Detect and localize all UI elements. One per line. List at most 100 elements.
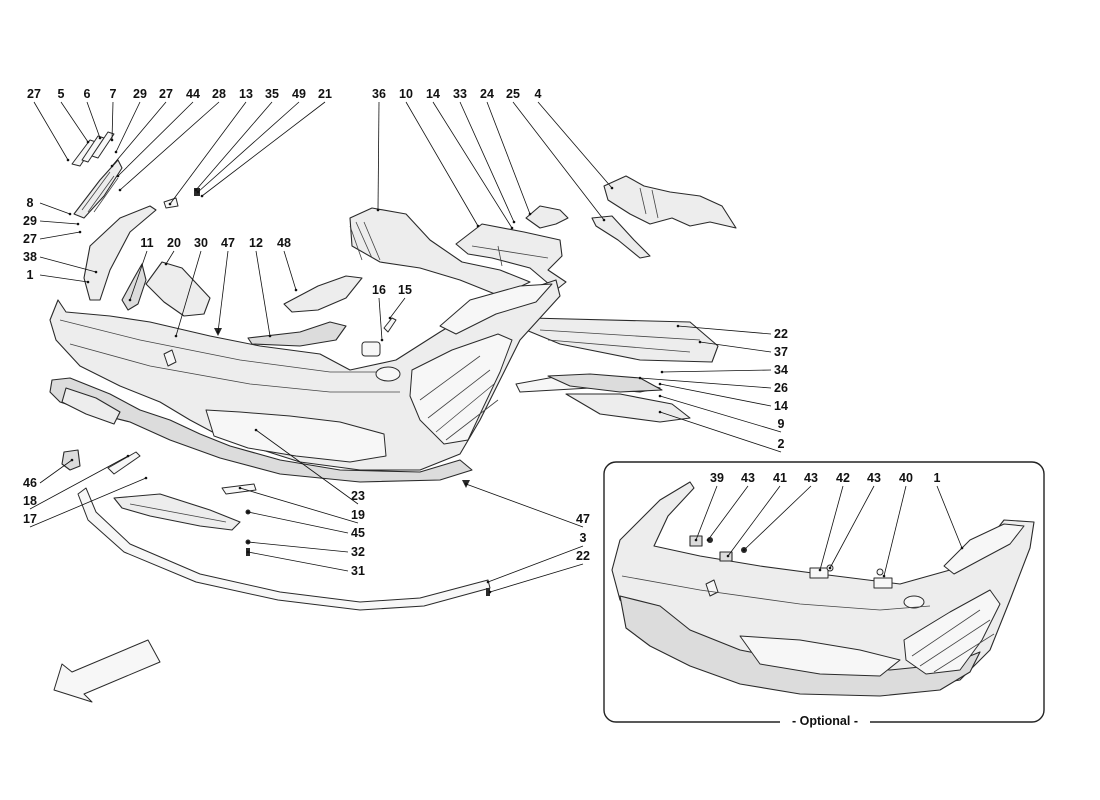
part-28-grille [73,159,123,219]
part-19-bracket [221,483,257,495]
callout-c14b: 14 [774,399,788,413]
callout-c14a: 14 [426,87,440,101]
callout-c33: 33 [453,87,467,101]
callout-c1a: 1 [27,268,34,282]
callout-c21: 21 [318,87,332,101]
callout-c12: 12 [249,236,263,250]
part-17-splitter [113,493,241,531]
leader-c13 [169,101,247,205]
leader-tip-c20 [164,262,168,266]
callout-c27b: 27 [159,87,173,101]
callout-c23: 23 [351,489,365,503]
leader-tip-c5 [86,140,90,144]
callout-c34: 34 [774,363,788,377]
leader-c47b [465,483,584,528]
callout-c43a: 43 [741,471,755,485]
leader-c36 [377,101,380,211]
leader-tip-c7 [110,138,114,142]
leader-c46 [39,459,73,484]
callout-c38: 38 [23,250,37,264]
leader-c25 [512,101,605,221]
leader-c29a [115,101,141,153]
part-1-badge [163,349,177,367]
leader-tip-c38 [94,270,98,274]
leader-tip-c4 [610,186,614,190]
leader-tip-c25 [602,218,606,222]
leader-tip-c8 [68,212,72,216]
inset-part-42 [809,567,829,579]
leader-c31 [247,551,349,572]
leader-tip-c48 [294,288,298,292]
leader-c27c [39,231,81,240]
leader-tip-c14b [658,382,662,386]
leader-c40 [883,485,907,577]
leader-c34 [661,369,772,373]
leader-tip-c3 [486,580,490,584]
leader-c23 [255,429,359,505]
callout-c42: 42 [836,471,850,485]
callout-c6: 6 [84,87,91,101]
part-12-trim [247,321,347,347]
part-11-bracket [121,263,147,311]
callout-c8: 8 [27,196,34,210]
inset-washer [903,595,925,609]
callout-c1b: 1 [934,471,941,485]
leader-c26 [639,377,772,389]
leader-tip-c43b [742,548,746,552]
callout-c27c: 27 [23,232,37,246]
part-1-side-opening [409,333,513,445]
callout-c44: 44 [186,87,200,101]
leader-tip-c31 [246,550,250,554]
leader-tip-c1a [86,280,90,284]
leader-tip-c19 [238,486,242,490]
callout-c45: 45 [351,526,365,540]
callout-c43b: 43 [804,471,818,485]
leader-tip-c46 [70,458,74,462]
callout-c24: 24 [480,87,494,101]
leader-c6 [86,101,101,139]
leader-tip-c43c [828,566,832,570]
leader-tip-c15 [388,316,392,320]
inset-part-43-a [707,537,713,543]
leader-c10 [405,101,479,227]
callout-c2: 2 [778,437,785,451]
leader-c27a [33,101,69,161]
leader-tip-c9 [658,394,662,398]
inset-wing-slot [943,523,1025,575]
leader-c43b [743,485,812,551]
callout-c32: 32 [351,545,365,559]
leader-tip-c17 [144,476,148,480]
leader-tip-c16 [380,338,384,342]
leader-c11 [129,250,148,301]
leader-tip-c26 [638,376,642,380]
part-16-plug [361,341,381,357]
leader-c29b [39,220,79,225]
callout-c7: 7 [110,87,117,101]
callout-c26: 26 [774,381,788,395]
callout-c4: 4 [535,87,542,101]
leader-c14b [659,383,772,407]
inset-center-opening [739,635,901,677]
part-36-duct [349,207,531,297]
front-direction-arrow-icon [53,639,161,703]
leader-tip-c39 [694,538,698,542]
leader-c48 [283,250,297,291]
leader-tip-c27c [78,230,82,234]
leader-c28 [119,101,220,191]
main-assembly [49,131,737,611]
leader-c47a [217,250,229,333]
leader-c2 [659,411,782,453]
leader-c4 [537,101,613,189]
leader-c22a [677,325,772,335]
callout-c25: 25 [506,87,520,101]
leader-tip-c33 [512,220,516,224]
leader-c43c [829,485,875,569]
callout-c37: 37 [774,345,788,359]
leader-tip-c28 [118,188,122,192]
leader-c21 [201,101,326,197]
leader-tip-c44 [116,174,120,178]
leader-tip-c21 [200,194,204,198]
leader-c8 [39,202,71,215]
callout-c18: 18 [23,494,37,508]
leader-tip-c29b [76,222,80,226]
